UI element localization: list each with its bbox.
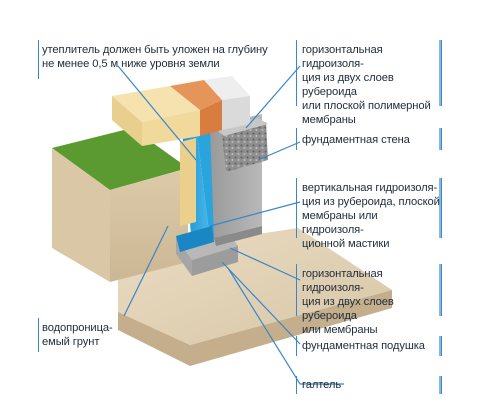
leader-horizontal-bottom [229, 247, 301, 281]
horizontal-waterproofing-bottom-label: горизонтальная гидроизоля- ция из двух с… [302, 268, 394, 336]
horizontal-bottom-bracket [296, 264, 442, 316]
insulation-boards [112, 76, 250, 226]
insulation-depth-bracket [38, 40, 276, 79]
foundation-cushion-label: фундаментная подушка [302, 340, 425, 352]
leader-foundation-wall [257, 141, 301, 161]
leader-lines [117, 65, 344, 385]
vertical-waterproofing-bracket [296, 178, 442, 238]
leader-foundation-cushion [221, 261, 301, 345]
foundation-wall [210, 114, 268, 246]
permeable-soil-bracket [38, 318, 118, 352]
leader-permeable-soil [123, 225, 169, 317]
insulation-depth-label: утеплитель должен быть уложен на глубину… [42, 44, 268, 70]
foundation-wall-label: фундаментная стена [302, 134, 410, 146]
vertical-waterproofing-label: вертикальная гидроизоля- ция из рубероид… [302, 182, 440, 250]
leader-insulation-depth [117, 65, 197, 161]
horizontal-waterproofing-top-label: горизонтальная гидроизоля- ция из двух с… [302, 44, 431, 126]
leader-horizontal-top [245, 65, 301, 129]
leader-fillet [227, 267, 301, 385]
leader-vertical-waterproofing [209, 201, 301, 227]
grass-top [52, 128, 188, 190]
fillet-bracket [296, 376, 442, 394]
horizontal-top-bracket [296, 40, 442, 106]
fillet-label: галтель [302, 379, 342, 391]
permeable-soil-label: водопроница- емый грунт [42, 322, 113, 348]
foundation-cushion-bracket [296, 336, 442, 356]
foundation-wall-bracket [296, 128, 442, 150]
